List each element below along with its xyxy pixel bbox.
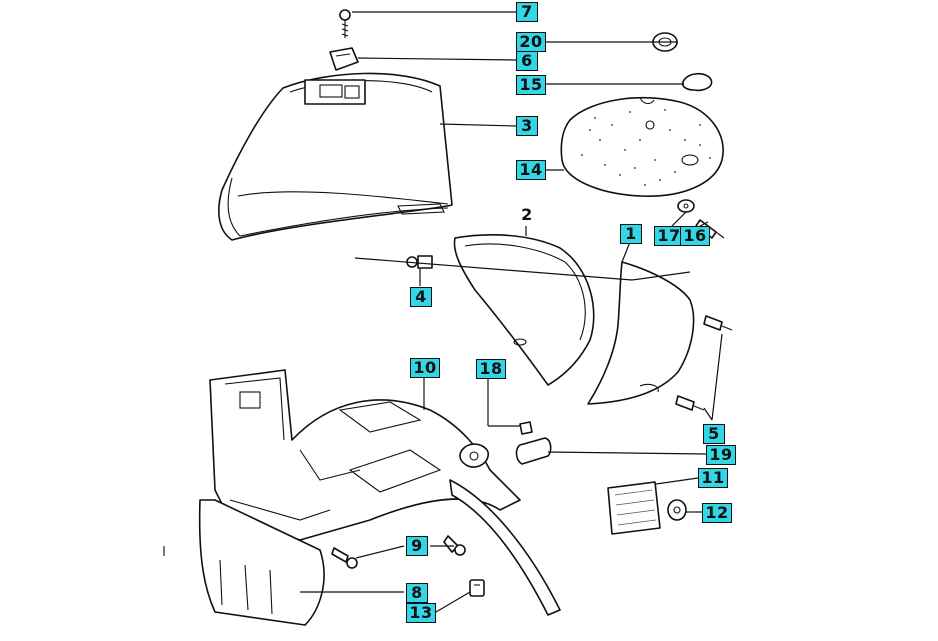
part-screw-18: [519, 421, 533, 435]
callout-9: 9: [406, 536, 428, 556]
callout-6: 6: [516, 51, 538, 71]
callout-13: 13: [406, 603, 436, 623]
callout-12: 12: [702, 503, 732, 523]
part-outer-panel-1: [587, 261, 695, 405]
callout-2: 2: [521, 205, 533, 224]
part-nut-12: [667, 499, 687, 521]
part-screw-7: [339, 9, 351, 38]
callout-11: 11: [698, 468, 728, 488]
part-foam-14: [560, 96, 724, 197]
part-inner-panel-2: [453, 234, 595, 386]
callout-14: 14: [516, 160, 546, 180]
callout-16: 16: [680, 226, 710, 246]
part-clip-13: [469, 579, 485, 597]
part-screw-9a: [331, 547, 358, 569]
part-seat-box: [218, 72, 453, 241]
part-screw-5a: [703, 315, 733, 331]
part-reflector-11: [607, 481, 661, 535]
callout-8: 8: [406, 583, 428, 603]
part-screw-5b: [675, 395, 705, 411]
callout-3: 3: [516, 116, 538, 136]
callout-10: 10: [410, 358, 440, 378]
callout-18: 18: [476, 359, 506, 379]
part-bracket: [459, 443, 489, 468]
part-pad-15: [681, 72, 713, 92]
callout-20: 20: [516, 32, 546, 52]
callout-5: 5: [703, 424, 725, 444]
part-washer-17: [677, 199, 695, 213]
part-reflector-19: [515, 437, 552, 465]
callout-19: 19: [706, 445, 736, 465]
part-mudguard-8: [198, 479, 561, 626]
callout-1: 1: [620, 224, 642, 244]
callout-7: 7: [516, 2, 538, 22]
part-screw-9b: [443, 535, 466, 556]
part-fastener-4: [406, 255, 433, 269]
part-clip-6: [329, 47, 359, 71]
callout-15: 15: [516, 75, 546, 95]
callout-4: 4: [410, 287, 432, 307]
callout-17: 17: [654, 226, 684, 246]
